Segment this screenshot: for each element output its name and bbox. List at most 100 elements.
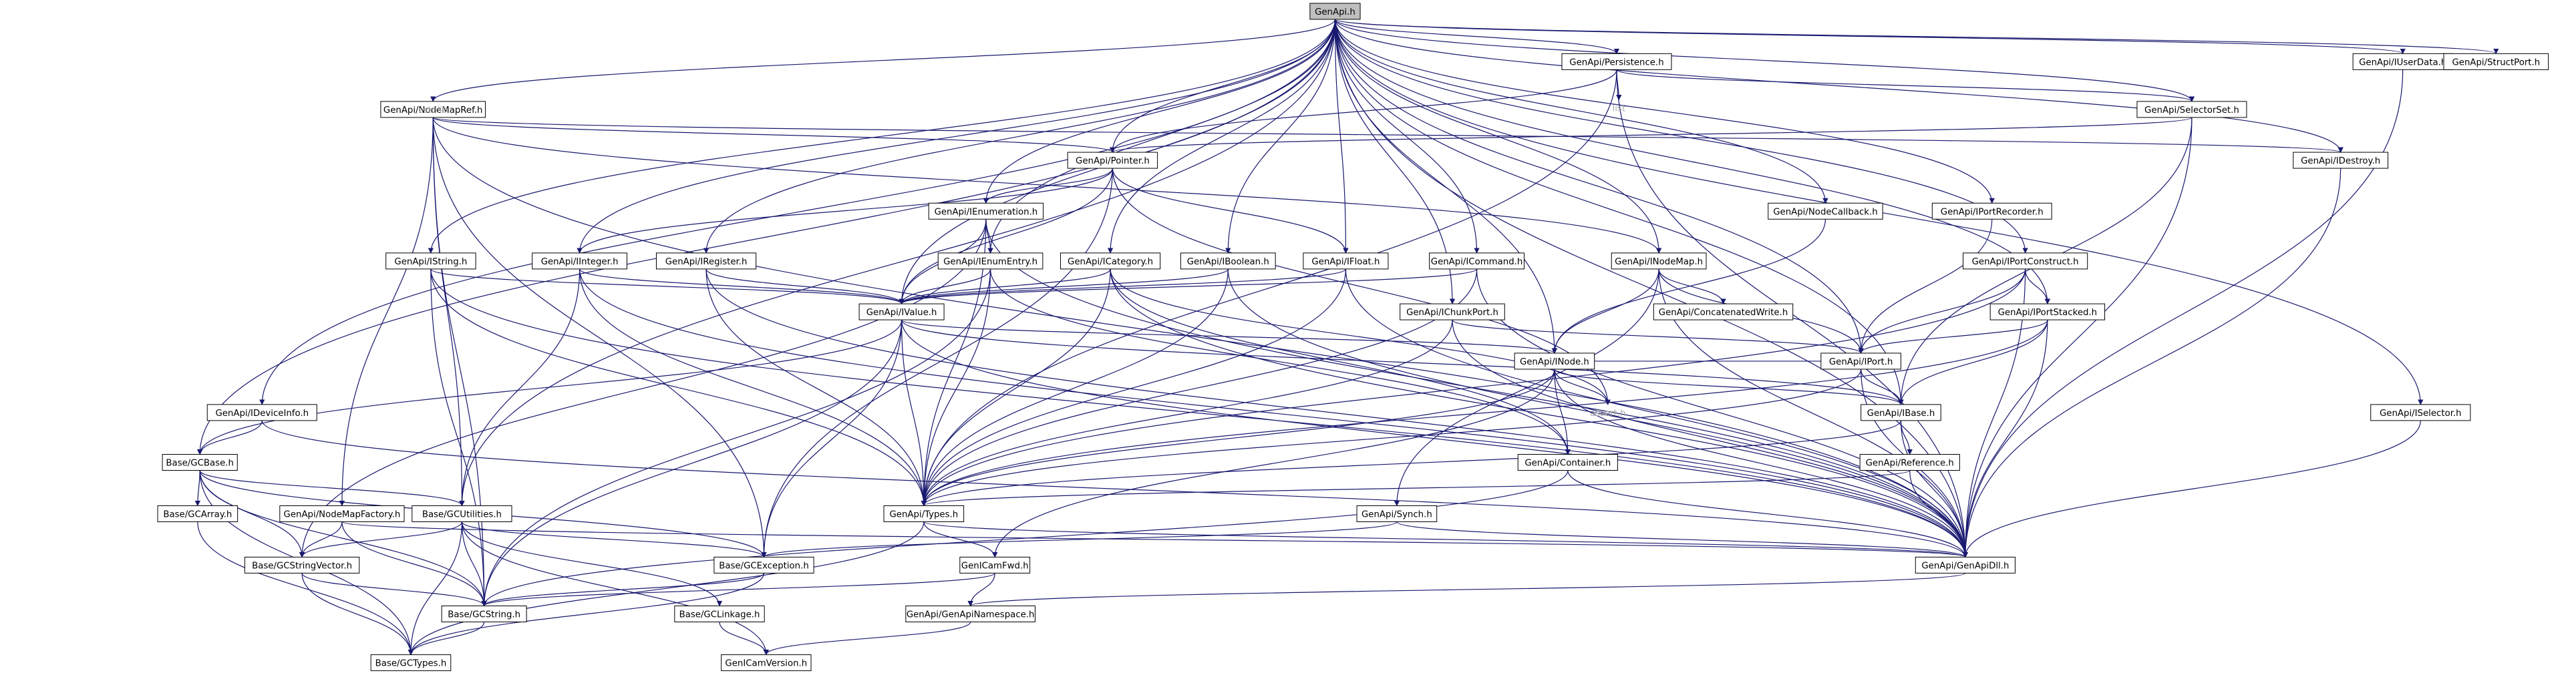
- node-ienumentry[interactable]: GenApi/IEnumEntry.h: [937, 252, 1043, 270]
- node-selectorset[interactable]: GenApi/SelectorSet.h: [2136, 101, 2247, 118]
- node-label: Base/GCString.h: [448, 610, 520, 620]
- node-iportconstruct[interactable]: GenApi/IPortConstruct.h: [1963, 252, 2088, 270]
- edge-inodemap-inode: [1551, 268, 1659, 354]
- node-ivalue[interactable]: GenApi/IValue.h: [858, 303, 945, 320]
- edge-nodemapfactory-genapidll: [341, 521, 1968, 558]
- node-box: [1309, 3, 1361, 20]
- node-gcstring[interactable]: Base/GCString.h: [441, 606, 527, 623]
- edge-pointer-ivalue: [899, 168, 1113, 304]
- node-layer: GenApi.hGenApi/Persistence.hlistGenApi/I…: [157, 3, 2549, 672]
- node-pointer[interactable]: GenApi/Pointer.h: [1067, 152, 1158, 169]
- edge-nodemapref-gcutilities: [432, 117, 465, 507]
- node-nodemapfactory[interactable]: GenApi/NodeMapFactory.h: [279, 505, 405, 522]
- node-label: GenApi/IPortRecorder.h: [1941, 207, 2044, 217]
- node-label: GenApi/GenApiNamespace.h: [907, 610, 1035, 620]
- edge-genapi_h-idestroy: [1334, 19, 2344, 153]
- edge-gencamfwd-genapinamespace: [967, 573, 995, 607]
- node-gcexception[interactable]: Base/GCException.h: [713, 556, 814, 574]
- edge-ivalue-gcexception: [761, 320, 903, 558]
- edge-reference-genapidll: [1909, 470, 1969, 558]
- edge-icategory-container: [1110, 268, 1571, 455]
- edge-genapi_h-gcbase: [197, 19, 1336, 455]
- node-iport[interactable]: GenApi/IPort.h: [1820, 353, 1901, 370]
- node-ideviceinfo[interactable]: GenApi/IDeviceInfo.h: [206, 404, 317, 421]
- node-iinteger[interactable]: GenApi/IInteger.h: [532, 252, 628, 270]
- node-label: GenApi/IUserData.h: [2359, 57, 2446, 67]
- edge-ivalue-gcbase: [197, 320, 903, 455]
- edge-inodemap-genapidll: [1658, 268, 1969, 558]
- edge-genapi_h-istring: [428, 19, 1336, 254]
- node-assert: assert.h: [1590, 409, 1626, 419]
- node-box: [441, 606, 527, 623]
- node-types[interactable]: GenApi/Types.h: [883, 505, 965, 522]
- node-ibase[interactable]: GenApi/IBase.h: [1861, 404, 1941, 421]
- edge-inodemap-concatwrite: [1658, 268, 1726, 304]
- node-gencamversion[interactable]: GenICamVersion.h: [721, 654, 812, 672]
- edge-nodemapref-pointer: [432, 117, 1116, 153]
- node-box: [244, 556, 360, 574]
- node-label: Base/GCLinkage.h: [679, 610, 760, 620]
- node-genapidll[interactable]: GenApi/GenApiDll.h: [1915, 556, 2016, 574]
- node-ifloat[interactable]: GenApi/IFloat.h: [1303, 252, 1389, 270]
- node-ichunkport[interactable]: GenApi/IChunkPort.h: [1400, 303, 1505, 320]
- node-gencamfwd[interactable]: GenICamFwd.h: [959, 556, 1031, 574]
- node-iportstacked[interactable]: GenApi/IPortStacked.h: [1989, 303, 2106, 320]
- edge-genapi_h-nodecallback: [1334, 19, 1828, 204]
- node-gctypes[interactable]: Base/GCTypes.h: [370, 654, 452, 672]
- edge-genapi_h-icommand: [1334, 19, 1480, 254]
- node-concatwrite[interactable]: GenApi/ConcatenatedWrite.h: [1653, 303, 1794, 320]
- node-persistence[interactable]: GenApi/Persistence.h: [1561, 53, 1672, 70]
- edge-iportstacked-types: [921, 320, 2048, 507]
- node-iboolean[interactable]: GenApi/IBoolean.h: [1180, 252, 1276, 270]
- node-iuserdata[interactable]: GenApi/IUserData.h: [2352, 53, 2453, 70]
- node-icommand[interactable]: GenApi/ICommand.h: [1429, 252, 1524, 270]
- edge-gcutilities-gencamversion: [461, 521, 769, 656]
- node-iportrecorder[interactable]: GenApi/IPortRecorder.h: [1931, 202, 2052, 220]
- edge-ivalue-types: [901, 320, 927, 507]
- node-label: GenApi/IEnumEntry.h: [943, 257, 1037, 267]
- node-gcarray[interactable]: Base/GCArray.h: [157, 505, 238, 522]
- node-gcbase[interactable]: Base/GCBase.h: [162, 454, 238, 471]
- edge-genapi_h-istructport: [1334, 19, 2499, 55]
- node-inode[interactable]: GenApi/INode.h: [1514, 353, 1595, 370]
- edge-types-gencamfwd: [923, 521, 998, 558]
- node-genapi_h[interactable]: GenApi.h: [1309, 3, 1361, 20]
- node-container[interactable]: GenApi/Container.h: [1517, 454, 1618, 471]
- node-iselector[interactable]: GenApi/ISelector.h: [2370, 404, 2471, 421]
- node-synch[interactable]: GenApi/Synch.h: [1356, 505, 1438, 522]
- node-list: list: [1613, 104, 1626, 114]
- edge-genapi_h-selectorset: [1334, 19, 2195, 102]
- edge-types-genapidll: [923, 521, 1968, 558]
- node-gclinkage[interactable]: Base/GCLinkage.h: [674, 606, 765, 623]
- edge-gcutilities-gcstring: [461, 521, 487, 607]
- node-icategory[interactable]: GenApi/ICategory.h: [1060, 252, 1161, 270]
- node-box: [1861, 404, 1941, 421]
- node-nodecallback[interactable]: GenApi/NodeCallback.h: [1768, 202, 1883, 220]
- node-box: [1429, 252, 1524, 270]
- edge-iportstacked-ibase: [1898, 320, 2048, 405]
- node-label: GenApi/Synch.h: [1361, 509, 1432, 519]
- node-idestroy[interactable]: GenApi/IDestroy.h: [2293, 152, 2389, 169]
- edge-persistence-selectorset: [1616, 69, 2195, 102]
- node-label: Base/GCTypes.h: [375, 659, 447, 669]
- node-box: [1611, 252, 1707, 270]
- node-istring[interactable]: GenApi/IString.h: [385, 252, 476, 270]
- node-genapinamespace[interactable]: GenApi/GenApiNamespace.h: [905, 606, 1035, 623]
- node-ienumeration[interactable]: GenApi/IEnumeration.h: [928, 202, 1044, 220]
- edge-iportconstruct-iport: [1858, 268, 2026, 354]
- node-inodemap[interactable]: GenApi/INodeMap.h: [1611, 252, 1707, 270]
- edge-pointer-gcexception: [761, 168, 1113, 558]
- node-box: [1915, 556, 2016, 574]
- edge-iinteger-gcutilities: [459, 268, 581, 507]
- edge-ienumentry-gcstring: [481, 268, 991, 607]
- node-gcstringvector[interactable]: Base/GCStringVector.h: [244, 556, 360, 574]
- node-istructport[interactable]: GenApi/StructPort.h: [2443, 53, 2549, 70]
- node-label: assert.h: [1590, 409, 1626, 419]
- node-box: [412, 505, 512, 522]
- edge-gcutilities-gctypes: [408, 521, 463, 656]
- node-iregister[interactable]: GenApi/IRegister.h: [655, 252, 757, 270]
- node-box: [655, 252, 757, 270]
- node-nodemapref[interactable]: GenApi/NodeMapRef.h: [380, 101, 486, 118]
- node-gcutilities[interactable]: Base/GCUtilities.h: [412, 505, 512, 522]
- node-reference[interactable]: GenApi/Reference.h: [1859, 454, 1960, 471]
